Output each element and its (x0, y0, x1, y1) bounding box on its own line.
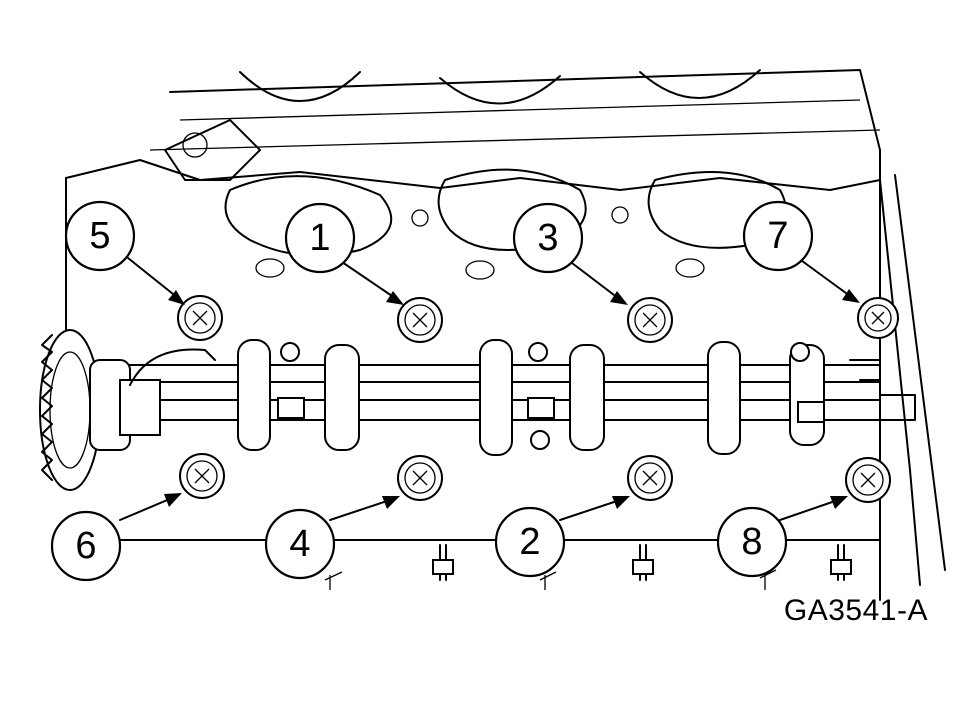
camshaft (109, 339, 916, 456)
callout-label: 6 (75, 525, 96, 567)
callout-label: 8 (741, 521, 762, 563)
callout-label: 3 (537, 217, 558, 259)
callout-1: 1 (284, 202, 356, 274)
head-bolt-5 (177, 295, 223, 341)
head-bolt-1 (397, 297, 443, 343)
callout-3: 3 (512, 202, 584, 274)
callout-2: 2 (494, 506, 566, 578)
camshaft-sprocket (39, 329, 216, 491)
head-bolt-7 (857, 297, 899, 339)
head-bolts (177, 295, 899, 503)
callout-7: 7 (742, 200, 814, 272)
head-bolt-8 (845, 457, 891, 503)
callout-4: 4 (264, 508, 336, 580)
callout-5: 5 (64, 200, 136, 272)
callout-label: 5 (89, 215, 110, 257)
callout-label: 2 (519, 521, 540, 563)
callout-label: 1 (309, 217, 330, 259)
callout-label: 7 (767, 215, 788, 257)
head-bolt-2 (627, 455, 673, 501)
head-bolt-3 (627, 297, 673, 343)
head-bolt-4 (397, 455, 443, 501)
callout-leaders (119, 257, 860, 521)
head-bolt-6 (179, 453, 225, 499)
figure-id: GA3541-A (783, 594, 928, 627)
callout-label: 4 (289, 523, 310, 565)
callout-6: 6 (50, 510, 122, 582)
callout-8: 8 (716, 506, 788, 578)
port-gaskets (164, 119, 787, 280)
